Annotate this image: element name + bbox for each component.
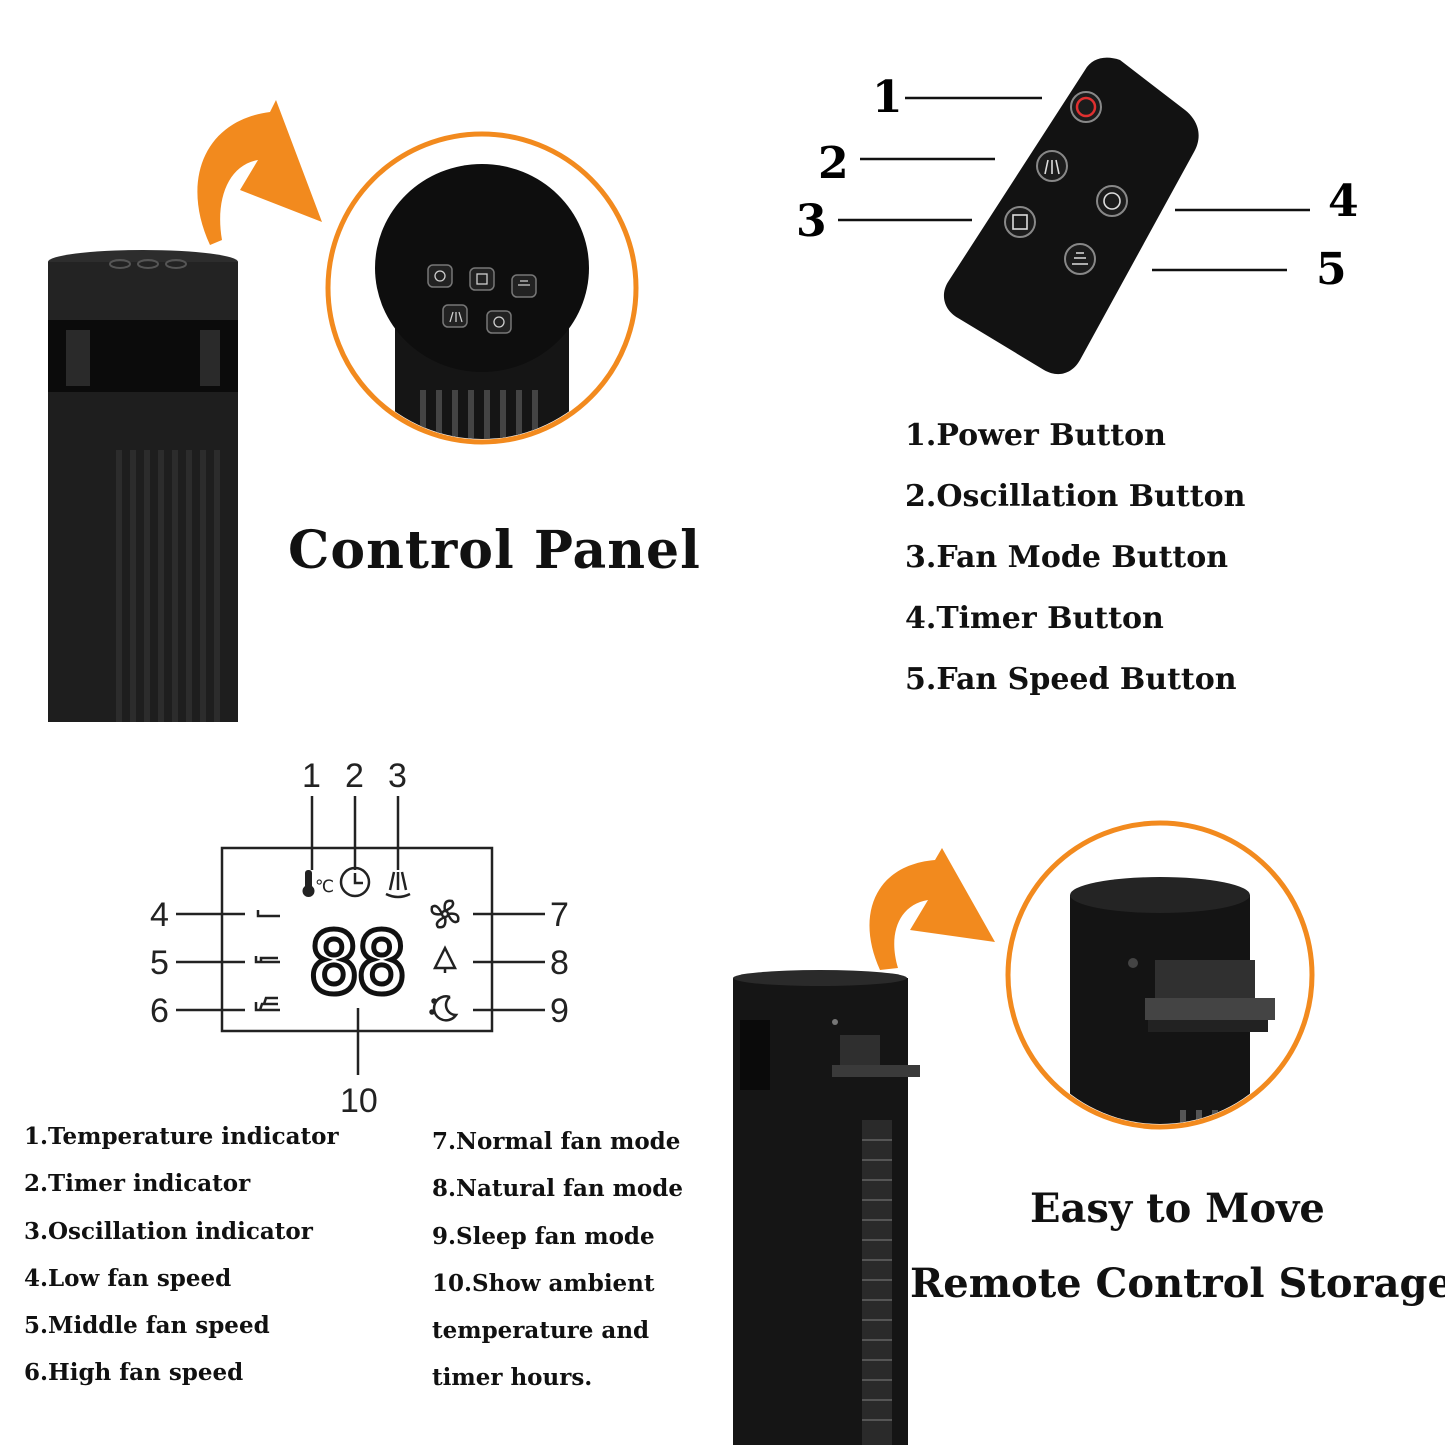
remote-button-list: 1.Power Button 2.Oscillation Button 3.Fa… [905, 405, 1245, 710]
display-callout-2: 2 [345, 757, 364, 795]
display-callout-9: 9 [550, 992, 569, 1030]
remote-button-5: 5.Fan Speed Button [905, 662, 1237, 697]
remote-callout-lines [838, 96, 1310, 272]
legend-item-5: 5.Middle fan speed [24, 1312, 270, 1340]
tower-fan-top [48, 250, 238, 722]
display-callout-10: 10 [340, 1082, 378, 1120]
tower-fan-side [733, 970, 920, 1445]
normal-fan-icon [430, 899, 460, 929]
remote-button-1: 1.Power Button [905, 418, 1166, 453]
display-leader-lines [176, 796, 545, 1075]
remote-button-4: 4.Timer Button [905, 601, 1164, 636]
temperature-unit: ℃ [315, 877, 334, 897]
control-panel-title: Control Panel [288, 520, 701, 581]
display-callout-1: 1 [302, 757, 321, 795]
remote-button-2: 2.Oscillation Button [905, 479, 1246, 514]
remote-callout-2: 2 [818, 138, 849, 189]
remote-storage-title: Remote Control Storage [910, 1260, 1445, 1307]
display-diagram: 1 2 3 4 5 6 7 8 9 10 ℃ [150, 757, 569, 1120]
natural-fan-icon [432, 945, 458, 973]
sleep-fan-icon [429, 995, 459, 1022]
legend-item-8: 8.Natural fan mode [432, 1175, 683, 1203]
high-speed-icon [254, 996, 280, 1012]
legend-item-10: 10.Show ambient [432, 1269, 655, 1297]
middle-speed-icon [254, 956, 280, 964]
legend-item-9: 9.Sleep fan mode [432, 1222, 655, 1250]
legend-item-6: 6.High fan speed [24, 1359, 244, 1387]
remote-button-3: 3.Fan Mode Button [905, 540, 1229, 575]
remote-control [943, 57, 1199, 375]
legend-item-3: 3.Oscillation indicator [24, 1217, 313, 1245]
display-callout-4: 4 [150, 896, 169, 934]
orange-arrow-icon [197, 100, 322, 245]
display-callout-6: 6 [150, 992, 169, 1030]
clock-icon [339, 866, 371, 898]
remote-callout-5: 5 [1316, 244, 1347, 295]
remote-storage-zoom [1005, 820, 1315, 1130]
oscillation-icon [385, 871, 411, 899]
control-panel-illustration [48, 100, 639, 722]
legend-item-1: 1.Temperature indicator [24, 1123, 339, 1150]
orange-arrow-icon [869, 848, 995, 970]
legend-item-4: 4.Low fan speed [24, 1264, 232, 1292]
display-callout-8: 8 [550, 944, 569, 982]
legend-item-10-line-3: timer hours. [432, 1364, 593, 1392]
display-legend-left: 1.Temperature indicator 2.Timer indicato… [24, 1113, 339, 1397]
display-callout-7: 7 [550, 896, 569, 934]
low-speed-icon [256, 910, 280, 918]
display-legend-right: 7.Normal fan mode 8.Natural fan mode 9.S… [432, 1118, 683, 1402]
remote-callout-4: 4 [1328, 176, 1359, 227]
legend-item-7: 7.Normal fan mode [432, 1128, 681, 1155]
legend-item-10-line-2: temperature and [432, 1317, 650, 1345]
display-digits: 88 [308, 914, 404, 1014]
control-panel-zoom [325, 131, 639, 445]
display-callout-5: 5 [150, 944, 169, 982]
storage-illustration [733, 820, 1315, 1445]
remote-callout-3: 3 [796, 196, 827, 247]
thermometer-icon [302, 870, 315, 897]
display-callout-3: 3 [388, 757, 407, 795]
easy-to-move-title: Easy to Move [1030, 1185, 1325, 1232]
remote-illustration: 1 2 3 4 5 [796, 57, 1359, 375]
legend-item-2: 2.Timer indicator [24, 1170, 251, 1198]
remote-callout-1: 1 [872, 72, 903, 123]
